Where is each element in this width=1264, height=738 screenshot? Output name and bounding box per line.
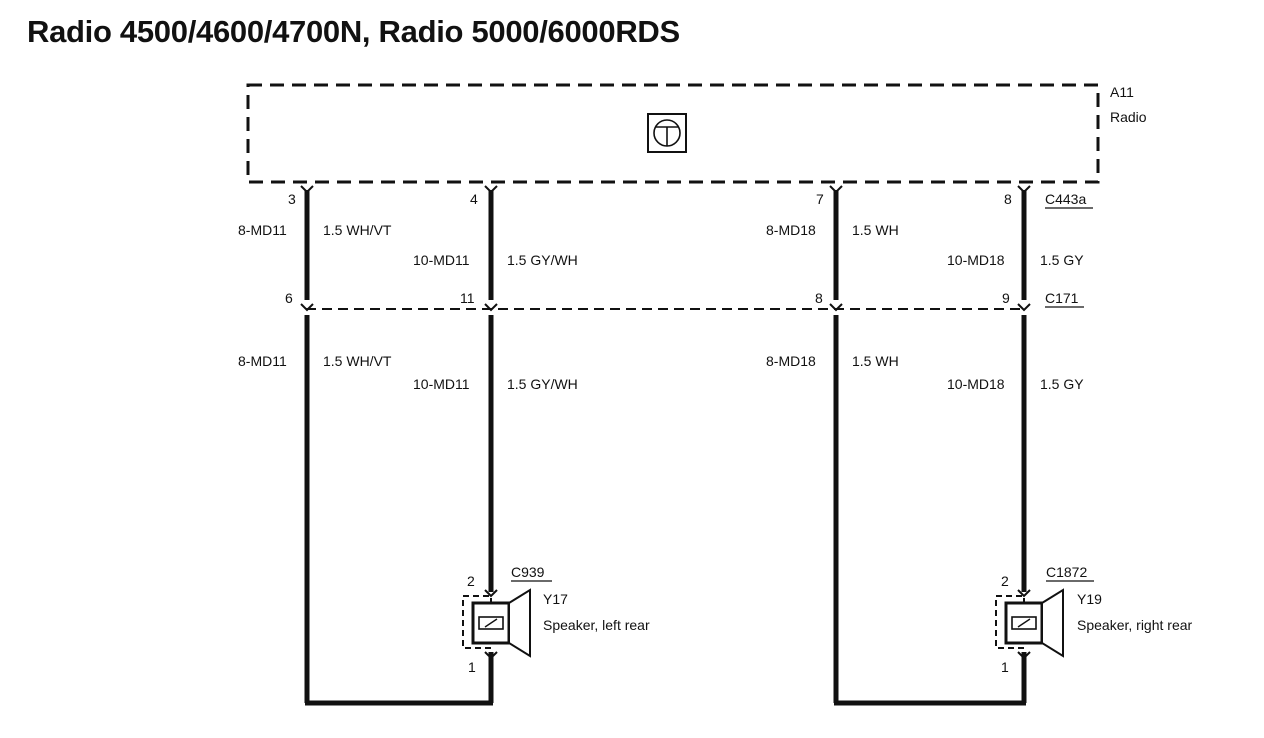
spec-wh-vt-lower: 1.5 WH/VT: [323, 353, 392, 369]
pin-4: 4: [470, 191, 478, 207]
speaker-left-ref: Y17: [543, 591, 568, 607]
speaker-right-name: Speaker, right rear: [1077, 617, 1193, 633]
spec-wh-upper: 1.5 WH: [852, 222, 899, 238]
speaker-right-ref: Y19: [1077, 591, 1102, 607]
circuit-8-md18-lower: 8-MD18: [766, 353, 816, 369]
circuit-10-md11-upper: 10-MD11: [413, 252, 470, 268]
speaker-left-rear[interactable]: [462, 588, 531, 658]
radio-name: Radio: [1110, 109, 1147, 125]
speaker-left-pin-2: 2: [467, 573, 475, 589]
radio-module-box[interactable]: [246, 83, 1100, 184]
page-title: Radio 4500/4600/4700N, Radio 5000/6000RD…: [27, 14, 680, 49]
circuit-10-md18-upper: 10-MD18: [947, 252, 1005, 268]
spec-gy-wh-lower: 1.5 GY/WH: [507, 376, 578, 392]
connector-c939: C939: [511, 564, 545, 580]
circuit-10-md11-lower: 10-MD11: [413, 376, 470, 392]
circuit-8-md18-upper: 8-MD18: [766, 222, 816, 238]
connector-c171: C171: [1045, 290, 1079, 306]
speaker-left-pin-1: 1: [468, 659, 476, 675]
connector-c1872: C1872: [1046, 564, 1087, 580]
circuit-8-md11-lower: 8-MD11: [238, 353, 287, 369]
spec-gy-wh-upper: 1.5 GY/WH: [507, 252, 578, 268]
speaker-right-pin-1: 1: [1001, 659, 1009, 675]
pin-7: 7: [816, 191, 824, 207]
radio-ref: A11: [1110, 84, 1134, 100]
pin-9: 9: [1002, 290, 1010, 306]
speaker-left-name: Speaker, left rear: [543, 617, 650, 633]
circuit-10-md18-lower: 10-MD18: [947, 376, 1005, 392]
circuit-8-md11-upper: 8-MD11: [238, 222, 287, 238]
spec-gy-upper: 1.5 GY: [1040, 252, 1084, 268]
spec-gy-lower: 1.5 GY: [1040, 376, 1084, 392]
spec-wh-vt-upper: 1.5 WH/VT: [323, 222, 392, 238]
speaker-symbol-icon: [647, 113, 687, 153]
pin-11: 11: [460, 290, 475, 306]
connector-c443a: C443a: [1045, 191, 1086, 207]
pin-3: 3: [288, 191, 296, 207]
speaker-right-pin-2: 2: [1001, 573, 1009, 589]
speaker-right-rear[interactable]: [995, 588, 1064, 658]
spec-wh-lower: 1.5 WH: [852, 353, 899, 369]
connector-terminals: [300, 185, 1031, 660]
pin-8-upper: 8: [1004, 191, 1012, 207]
pin-6: 6: [285, 290, 293, 306]
pin-8-lower: 8: [815, 290, 823, 306]
